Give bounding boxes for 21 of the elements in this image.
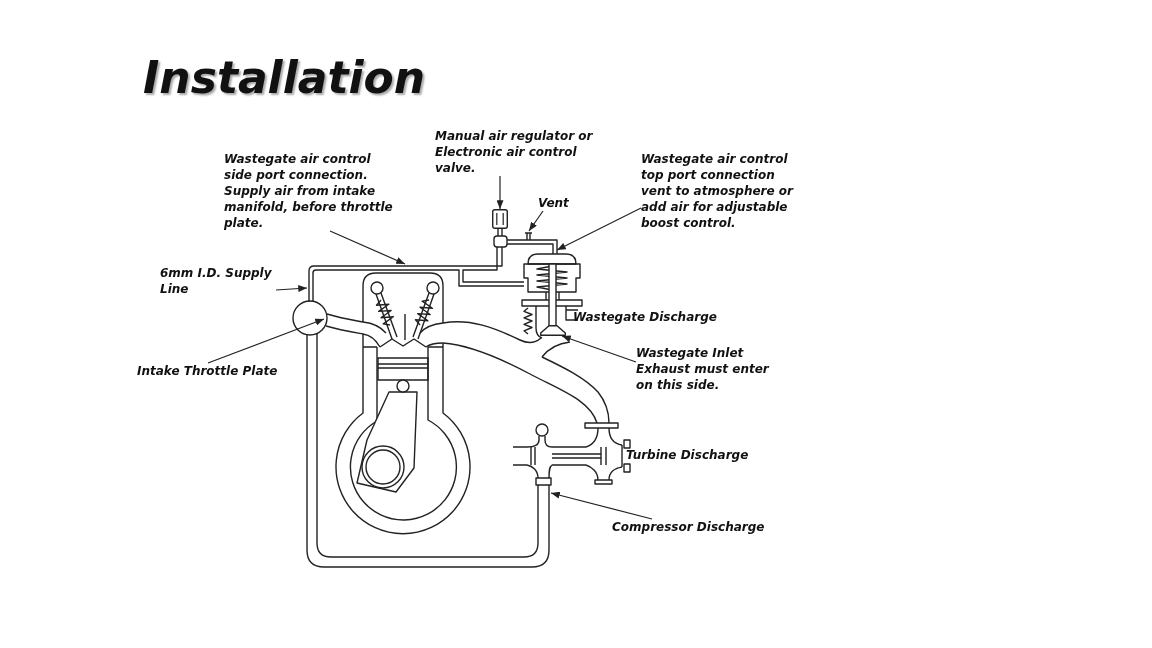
callout-text: Wastegate air control top port connection vent to atmosphere or add air for adjustable boost control. <box>641 151 803 231</box>
leader-line <box>561 335 637 363</box>
callout-text: Vent <box>538 195 569 211</box>
leader-line <box>329 230 406 265</box>
leader-line <box>556 207 642 251</box>
callout-text: Compressor Discharge <box>612 519 765 535</box>
leader-line <box>207 318 325 364</box>
part-label: Wastegate Discharge <box>573 309 717 325</box>
leader-line <box>550 491 653 520</box>
regulator-valve-icon <box>492 209 508 229</box>
callout-text: 6mm I.D. Supply Line <box>160 265 276 297</box>
part-label: Turbine Discharge <box>626 447 749 463</box>
leader-line <box>528 210 544 232</box>
callout-text: Intake Throttle Plate <box>137 363 278 379</box>
callout-text: Wastegate Inlet Exhaust must enter on this side. <box>636 345 781 393</box>
leader-line <box>496 175 504 210</box>
leader-line <box>275 285 308 293</box>
callout-text: Wastegate air control side port connection. Supply air from intake manifold, before throttle plate. <box>224 151 400 231</box>
title: Installation <box>143 53 426 103</box>
callout-text: Manual air regulator or Electronic air control valve. <box>435 128 606 176</box>
poppet-valve-icon <box>540 325 566 336</box>
